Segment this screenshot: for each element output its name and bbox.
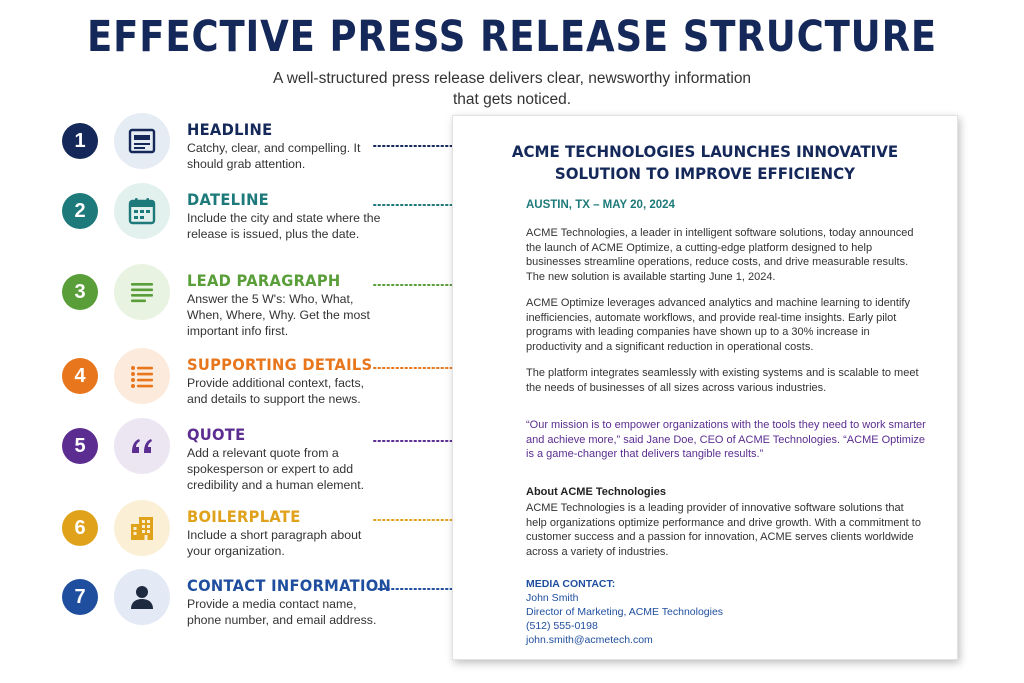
document-dateline: AUSTIN, TX – MAY 20, 2024 (526, 199, 675, 211)
step-dateline: 2 DATELINE Include the city and state wh… (0, 183, 400, 263)
contact-phone: (512) 555-0198 (526, 620, 598, 632)
step-description: Include the city and state where the rel… (187, 211, 381, 241)
bullet-list-icon (131, 366, 153, 388)
step-number: 2 (62, 193, 98, 229)
step-number: 5 (62, 428, 98, 464)
step-title: HEADLINE (187, 120, 273, 139)
document-lead-paragraph: ACME Technologies, a leader in intellige… (526, 227, 914, 283)
document-details-paragraph: ACME Optimize leverages advanced analyti… (526, 297, 910, 353)
step-title: QUOTE (187, 425, 246, 444)
step-icon-circle (114, 569, 170, 625)
step-title: BOILERPLATE (187, 507, 301, 526)
paragraph-lines-icon (131, 283, 153, 303)
step-number: 6 (62, 510, 98, 546)
document-icon (128, 128, 156, 154)
document-contact: MEDIA CONTACT: John Smith Director of Ma… (526, 577, 723, 647)
step-description: Answer the 5 W's: Who, What, When, Where… (187, 292, 370, 338)
step-description: Include a short paragraph about your org… (187, 528, 362, 558)
step-description: Provide additional context, facts, and d… (187, 376, 365, 406)
step-supporting-details: 4 SUPPORTING DETAILS Provide additional … (0, 348, 400, 428)
contact-label: MEDIA CONTACT: (526, 578, 616, 590)
press-release-document: ACME TECHNOLOGIES LAUNCHES INNOVATIVE SO… (452, 115, 958, 660)
step-number: 4 (62, 358, 98, 394)
quote-marks-icon (132, 439, 152, 453)
document-boilerplate: ACME Technologies is a leading provider … (526, 502, 921, 558)
step-quote: 5 QUOTE Add a relevant quote from a spok… (0, 418, 400, 498)
document-details-paragraph-2: The platform integrates seamlessly with … (526, 367, 919, 394)
step-icon-circle (114, 418, 170, 474)
step-description: Add a relevant quote from a spokesperson… (187, 446, 365, 492)
step-icon-circle (114, 183, 170, 239)
document-headline: ACME TECHNOLOGIES LAUNCHES INNOVATIVE SO… (511, 142, 899, 183)
step-number: 7 (62, 579, 98, 615)
person-icon (131, 586, 153, 609)
step-contact-information: 7 CONTACT INFORMATION Provide a media co… (0, 569, 400, 649)
step-description: Provide a media contact name, phone numb… (187, 597, 377, 627)
page-subtitle: A well-structured press release delivers… (272, 70, 752, 108)
step-number: 1 (62, 123, 98, 159)
step-icon-circle (114, 348, 170, 404)
page-title: EFFECTIVE PRESS RELEASE STRUCTURE (86, 12, 938, 62)
step-boilerplate: 6 BOILERPLATE Include a short paragraph … (0, 500, 400, 580)
step-icon-circle (114, 264, 170, 320)
step-title: LEAD PARAGRAPH (187, 271, 341, 290)
step-title: CONTACT INFORMATION (187, 576, 392, 595)
step-headline: 1 HEADLINE Catchy, clear, and compelling… (0, 113, 400, 193)
step-number: 3 (62, 274, 98, 310)
step-lead-paragraph: 3 LEAD PARAGRAPH Answer the 5 W's: Who, … (0, 264, 400, 344)
building-icon (131, 517, 153, 540)
step-description: Catchy, clear, and compelling. It should… (187, 141, 361, 171)
contact-role: Director of Marketing, ACME Technologies (526, 606, 724, 618)
step-title: SUPPORTING DETAILS (187, 355, 373, 374)
step-icon-circle (114, 113, 170, 169)
document-quote: “Our mission is to empower organizations… (526, 419, 926, 460)
document-about-title: About ACME Technologies (526, 486, 666, 498)
contact-name: John Smith (526, 592, 579, 604)
calendar-icon (128, 198, 156, 225)
step-title: DATELINE (187, 190, 270, 209)
contact-email[interactable]: john.smith@acmetech.com (526, 634, 653, 646)
step-icon-circle (114, 500, 170, 556)
